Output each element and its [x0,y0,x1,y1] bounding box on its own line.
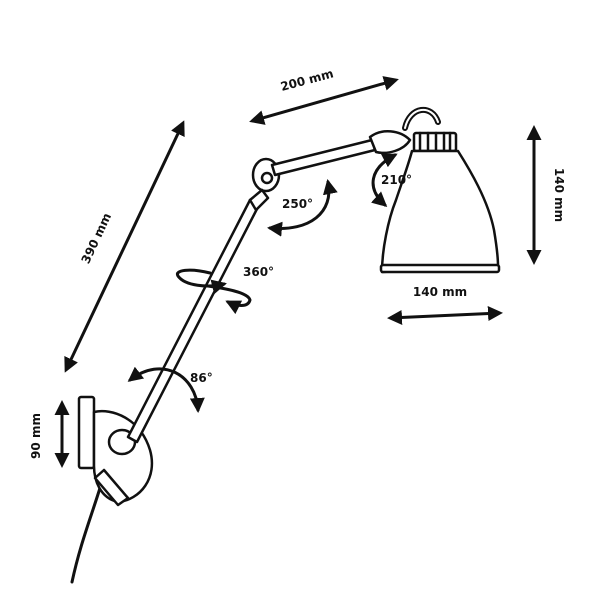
elbow-rotation-label: 250° [282,197,313,211]
dimension-arrows [54,76,542,468]
arm-upper-length-label: 200 mm [279,66,335,94]
shade-width-dimension-arrow [387,306,503,325]
base-lever [93,468,130,507]
rotation-labels: 210° 250° 360° 86° [190,173,412,385]
arm-upper-dimension-arrow [249,76,399,125]
wall-plate [77,395,96,470]
shade-tilt-label: 210° [381,173,412,187]
upper-arm [270,138,377,177]
shade-hinge [368,130,412,155]
lower-arm [126,198,261,444]
elbow-joint-center [260,171,274,185]
rotation-arrows [127,153,398,413]
shade-width-label: 140 mm [413,285,467,299]
shade-tilt-rotation-arrow [371,153,398,208]
elbow-rotation-arrow [267,179,338,237]
lamp-body [70,107,501,584]
base-pivot-label: 86° [190,371,213,385]
power-cable [70,486,102,584]
arm-lower-dimension-arrow [64,120,185,373]
arm-spin-rotation-arrow-lower [206,284,252,315]
wall-plate-height-label: 90 mm [29,413,43,459]
lamp-shade [380,149,500,274]
shade-rim [379,263,501,274]
arm-spin-label: 360° [243,265,274,279]
shade-height-label: 140 mm [552,168,566,222]
arm-lower-length-label: 390 mm [79,211,115,266]
base-pivot-rotation-arrow [127,366,205,413]
